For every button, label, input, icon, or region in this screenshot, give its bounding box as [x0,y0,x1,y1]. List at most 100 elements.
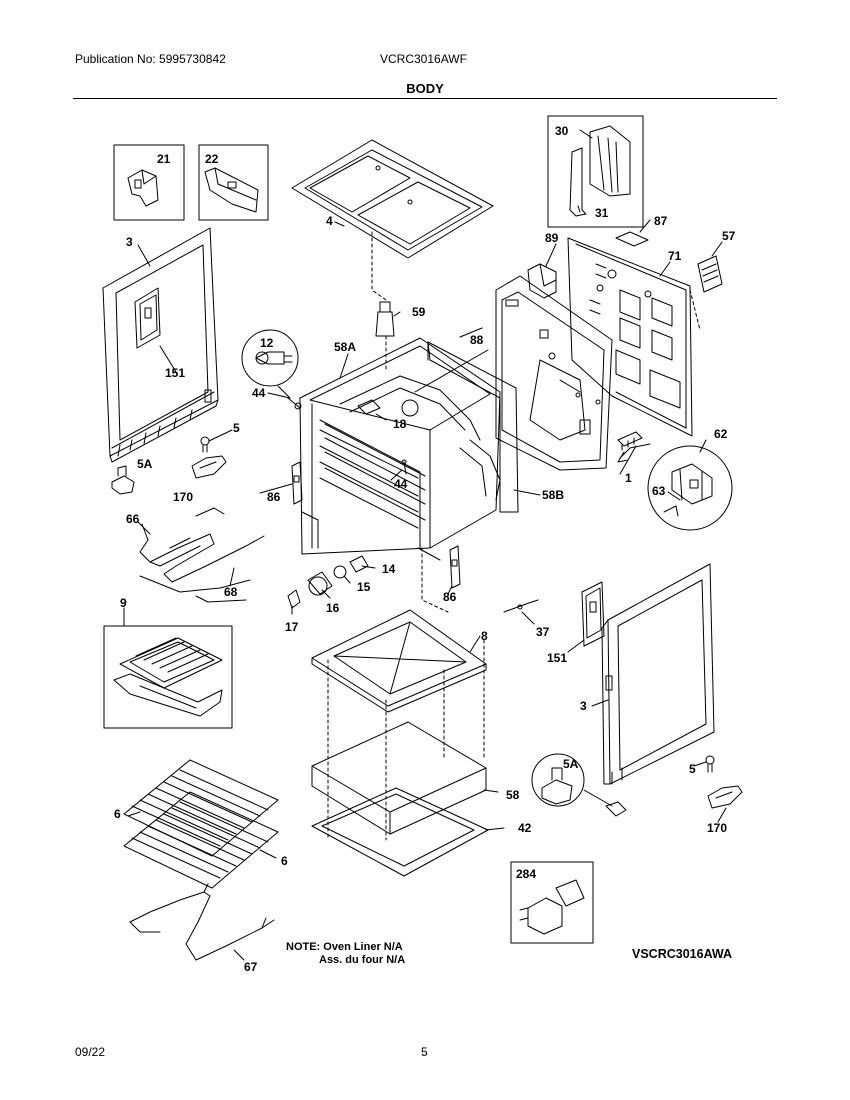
part-label-21: 21 [157,152,171,166]
part-15-lamp-bulb [333,565,347,579]
diagram-reference-code: VSCRC3016AWA [632,947,732,961]
part-label-16: 16 [326,601,340,615]
part-label-59: 59 [412,305,426,319]
part-4-top-panel [291,139,494,259]
part-label-63: 63 [652,484,666,498]
part-label-170-right: 170 [707,821,727,835]
note-line-1: NOTE: Oven Liner N/A [286,941,403,953]
oven-cavity [299,337,501,561]
inset-box-30-31 [547,115,644,228]
part-label-5A-right: 5A [563,757,579,771]
part-170-left-foot [191,455,227,479]
part-label-5-right: 5 [689,762,696,776]
part-58B-insulation [427,341,519,513]
inset-box-9 [103,625,233,729]
part-labels: 21 22 3 151 4 30 31 87 57 89 71 59 88 12… [114,124,736,974]
part-3-right-side-panel [601,563,715,785]
model-number: VCRC3016AWF [380,52,467,66]
part-label-44-left: 44 [252,386,266,400]
part-170-right-foot [707,785,743,809]
part-label-62: 62 [714,427,728,441]
part-58-insulation-block [311,721,487,835]
inset-box-22 [198,144,269,221]
part-label-9: 9 [120,596,127,610]
part-8-panel [311,609,487,713]
part-label-86-mid: 86 [443,590,457,604]
part-30-31-objects [569,125,631,217]
part-label-6-upper: 6 [114,807,121,821]
part-88-rear-panel [495,275,613,471]
part-label-15: 15 [357,580,371,594]
part-3-left-side-panel [102,227,219,463]
part-5A-right-leveler-inset [531,753,627,817]
part-22-bracket [204,167,259,213]
part-5-right-screw [693,755,715,773]
part-label-44-mid: 44 [394,477,408,491]
assembly-dash-lines [327,231,701,841]
part-label-58: 58 [506,788,520,802]
part-6-rack-lower [123,791,279,889]
footer-page-number: 5 [421,1045,428,1059]
part-label-58A: 58A [334,340,356,354]
part-label-17: 17 [285,620,299,634]
section-title: BODY [406,81,444,96]
header-rule [73,98,777,99]
part-66-bake-element [139,507,265,583]
part-label-3-right: 3 [580,699,587,713]
part-17-clip [287,589,301,609]
part-1-terminal-block [617,431,643,451]
part-5A-left-leveler [111,465,135,495]
part-71-back-panel [567,237,693,437]
part-label-57: 57 [722,229,736,243]
part-label-88: 88 [470,333,484,347]
part-label-71: 71 [668,249,682,263]
part-37-wire [503,599,539,613]
part-284-object [519,879,585,935]
part-label-3-left: 3 [126,235,133,249]
part-151-right-bracket [581,581,605,647]
part-label-30: 30 [555,124,569,138]
part-16-lamp-lens [307,571,333,596]
part-label-5A-left: 5A [137,457,153,471]
leader-lines [123,129,727,961]
part-12-sensor-inset [241,329,302,410]
part-label-22: 22 [205,152,219,166]
part-14-lamp-socket [349,555,369,573]
part-57-vent [697,255,723,293]
part-label-67: 67 [244,960,258,974]
part-label-12: 12 [260,336,274,350]
part-label-58B: 58B [542,488,564,502]
note-line-2: Ass. du four N/A [319,954,405,966]
inset-box-21 [113,144,185,221]
inset-box-284 [510,861,594,944]
part-label-6-lower: 6 [281,854,288,868]
part-label-1: 1 [625,471,632,485]
part-44-mid-screw [401,459,407,475]
part-label-284: 284 [516,867,536,881]
part-89-bracket [527,263,557,299]
part-151-left-bracket [134,287,161,349]
publication-number: Publication No: 5995730842 [75,52,226,66]
part-59-plug [375,301,395,373]
part-label-87: 87 [654,214,668,228]
footer-date: 09/22 [75,1045,106,1059]
part-label-68: 68 [224,585,238,599]
part-label-5-left: 5 [233,421,240,435]
part-label-4: 4 [326,214,333,228]
part-label-31: 31 [595,206,609,220]
part-68-wire [139,575,251,603]
part-62-inset [617,443,733,531]
part-5-left-screw [200,429,233,453]
part-67-broil-element [129,883,275,961]
part-label-86-left: 86 [267,490,281,504]
part-label-18: 18 [393,417,407,431]
part-label-151-right: 151 [547,651,567,665]
part-label-42: 42 [518,821,532,835]
part-label-151-left: 151 [165,366,185,380]
part-label-8: 8 [481,629,488,643]
part-label-37: 37 [536,625,550,639]
part-21-bracket [127,169,159,207]
part-9-broiler-pan [113,637,223,717]
part-87-plate [615,231,649,247]
